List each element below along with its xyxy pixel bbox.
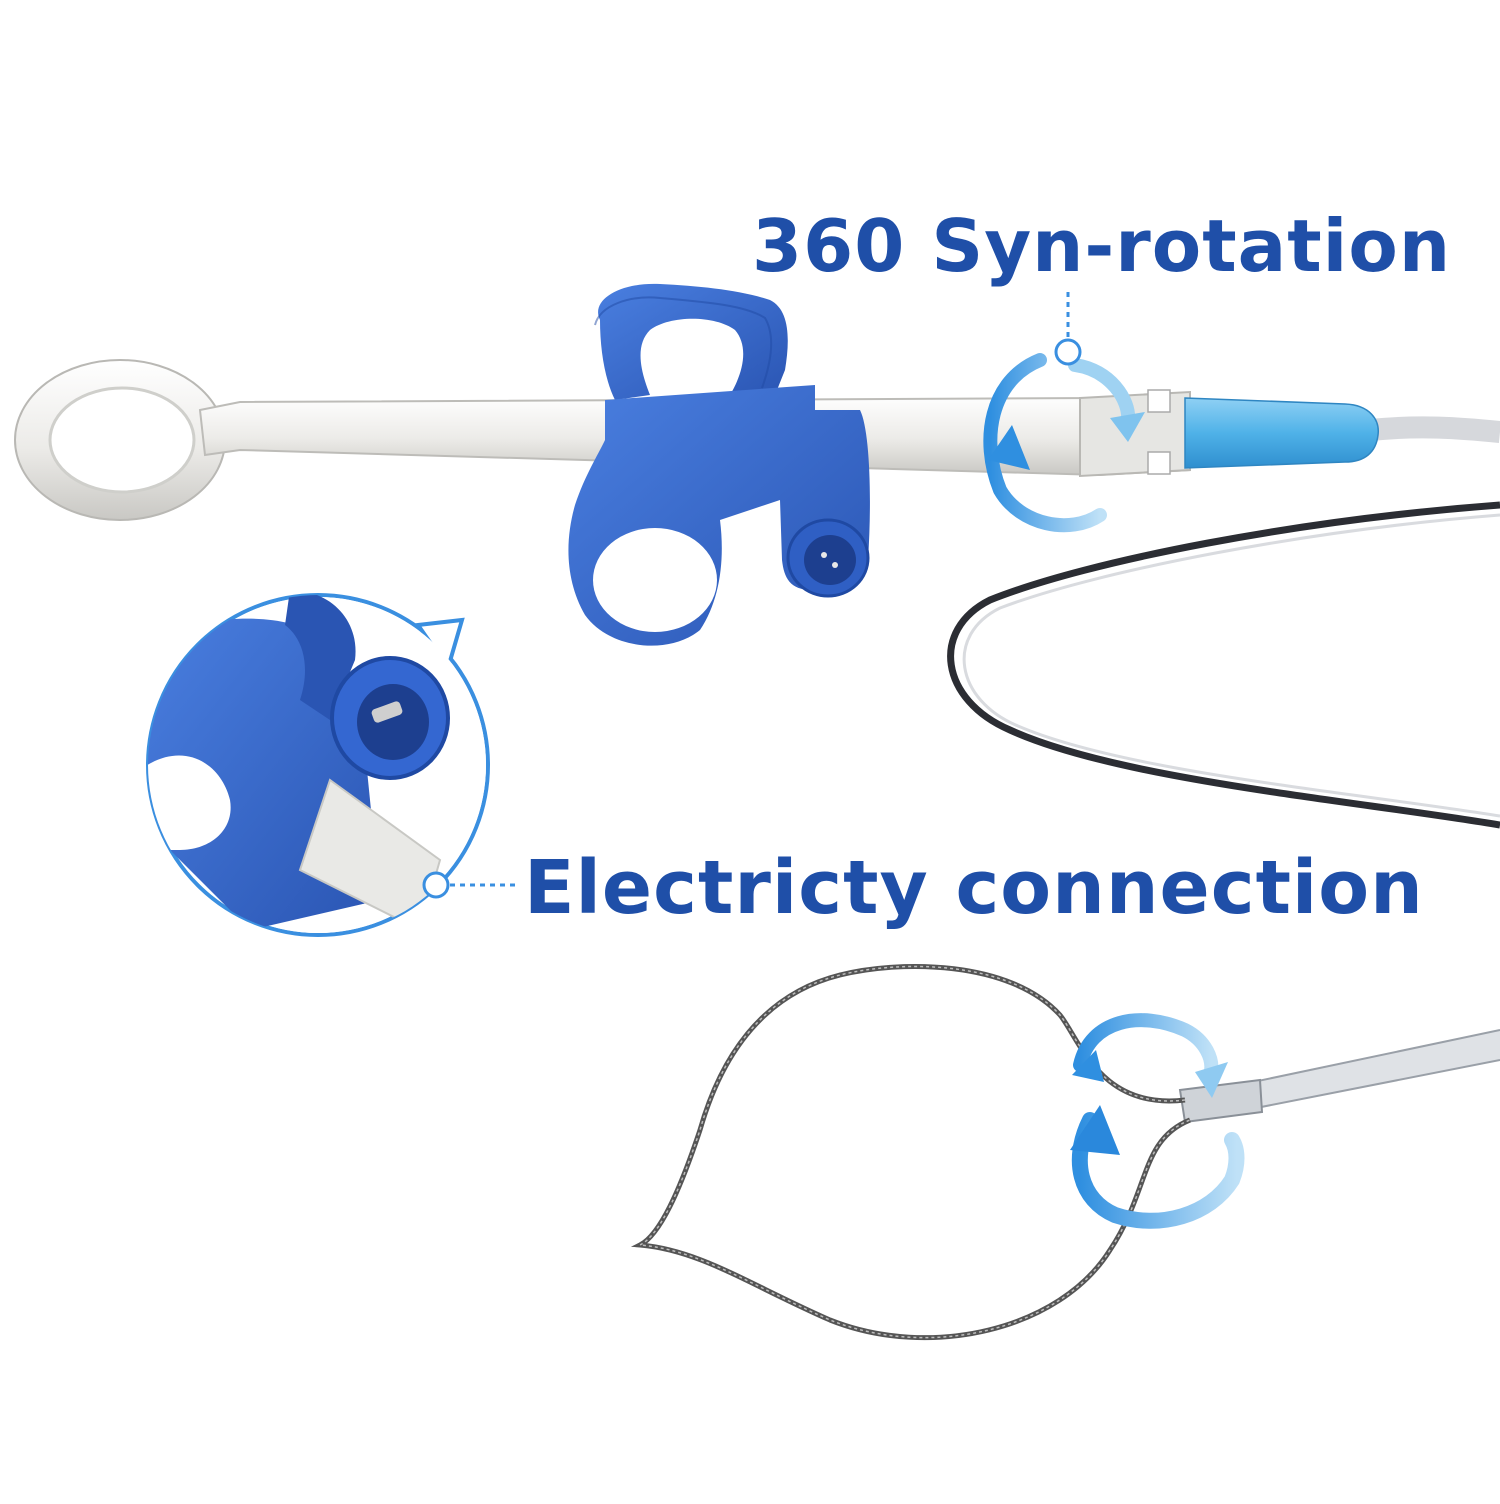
rotation-sleeve (1184, 397, 1379, 469)
rotation-callout (1054, 292, 1082, 366)
zoom-detail-bubble (146, 593, 490, 937)
electricity-feature-label: Electricty connection (524, 845, 1424, 931)
rotate-360-icon (983, 353, 1145, 533)
electricity-callout (422, 871, 520, 899)
snare-loop (630, 964, 1500, 1341)
catheter-tube (947, 416, 1500, 829)
rotate-360-icon (1070, 1013, 1245, 1229)
spool-finger-rings (568, 283, 870, 646)
rotation-feature-label: 360 Syn-rotation (752, 204, 1452, 288)
